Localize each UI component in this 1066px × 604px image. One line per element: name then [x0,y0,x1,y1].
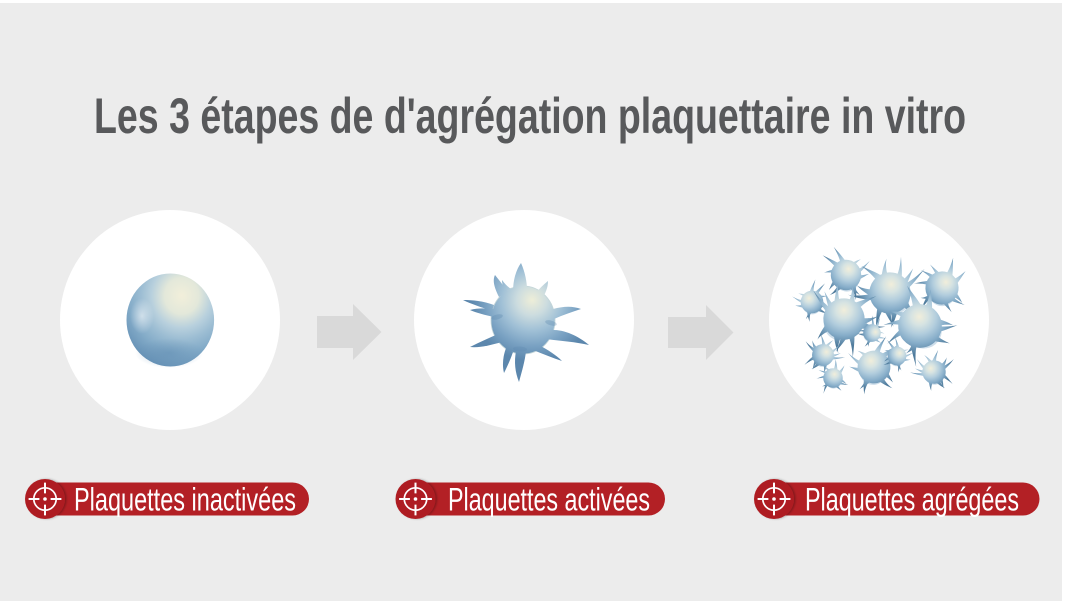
svg-text:Plaquettes agrégées: Plaquettes agrégées [805,482,1019,518]
svg-text:Les 3 étapes de d'agrégation p: Les 3 étapes de d'agrégation plaquettair… [94,88,966,144]
svg-text:Plaquettes activées: Plaquettes activées [448,482,650,518]
svg-text:Plaquettes inactivées: Plaquettes inactivées [74,482,296,518]
